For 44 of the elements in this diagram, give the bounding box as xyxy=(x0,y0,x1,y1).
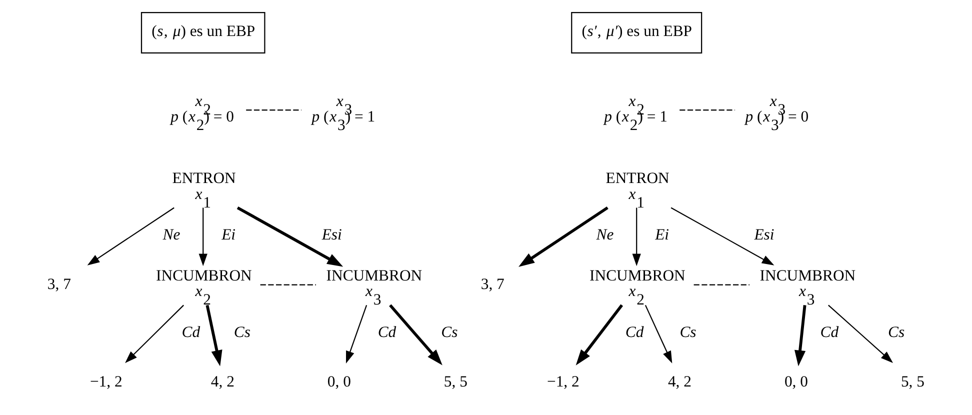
connector xyxy=(246,109,301,111)
arrow xyxy=(345,304,367,364)
arrow xyxy=(632,208,640,266)
edge-label: Cd xyxy=(624,324,644,342)
arrow xyxy=(86,207,174,266)
node-text: 4, 2 xyxy=(210,373,234,390)
edge-label: Ei xyxy=(654,226,669,244)
node-text: −1, 2 xyxy=(546,373,579,390)
node-text: 5, 5 xyxy=(900,373,924,390)
arrow xyxy=(794,305,806,366)
arrow xyxy=(236,206,343,267)
node-text: 4, 2 xyxy=(667,373,691,390)
edge-label: Cs xyxy=(233,324,250,342)
edge-label: Cd xyxy=(820,324,838,342)
arrow xyxy=(575,304,623,366)
node-text: 3, 7 xyxy=(480,276,504,293)
edge-label: Esi xyxy=(754,226,774,244)
edge-label: Ei xyxy=(221,226,236,244)
edge-label: Ne xyxy=(162,226,180,244)
edge-label: Cd xyxy=(181,324,200,342)
arrow xyxy=(388,304,442,366)
node-text: 0, 0 xyxy=(326,373,350,390)
arrow xyxy=(198,208,207,266)
edge-label: Cd xyxy=(377,324,396,342)
arrow xyxy=(124,304,184,364)
edge-label: Esi xyxy=(321,226,342,244)
node-text: −1, 2 xyxy=(89,373,122,390)
arrow xyxy=(518,206,608,267)
edge-label: Cs xyxy=(888,324,904,342)
connector xyxy=(693,284,749,286)
edge-label: Cs xyxy=(440,324,458,342)
arrow xyxy=(205,304,222,366)
arrow xyxy=(670,207,774,266)
edge-label: Ne xyxy=(596,226,614,244)
node-box: (s, μ) es un EBP xyxy=(140,12,265,54)
node-text: 0, 0 xyxy=(784,373,808,390)
node-text: 3, 7 xyxy=(46,276,70,293)
arrow xyxy=(644,304,672,364)
arrow xyxy=(828,304,893,364)
connector xyxy=(679,109,734,111)
connector xyxy=(260,284,316,286)
node-text: 5, 5 xyxy=(443,373,467,390)
edge-label: Cs xyxy=(679,324,696,342)
node-box: (s′, μ′) es un EBP xyxy=(570,12,702,54)
